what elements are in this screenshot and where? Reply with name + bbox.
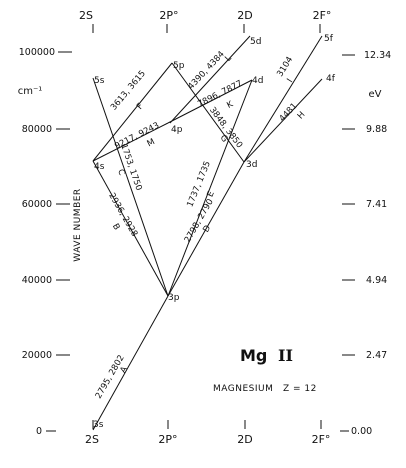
right-tick-label-4: 9.88: [366, 124, 387, 135]
transition-3p-3d: [167, 161, 245, 297]
letter-G: G: [218, 133, 230, 144]
transition-lines: [92, 35, 323, 431]
left-tick-label-5: 100000: [19, 47, 55, 58]
letter-I: I: [285, 77, 295, 84]
transition-4p-5d: [169, 35, 251, 124]
wavelength-C: 1753, 1750: [118, 143, 143, 192]
bottom-col-2S: 2S: [85, 433, 99, 446]
level-5d: 5d: [250, 37, 261, 47]
letter-B: B: [110, 222, 122, 232]
left-tick-label-3: 60000: [22, 199, 52, 210]
transition-3d-5f: [243, 35, 323, 163]
level-labels: 3s 3p 4s 5s 4p 5p 3d 4d 5d 4f 5f: [93, 34, 336, 430]
right-axis-unit: eV: [369, 89, 382, 100]
transition-annotations: 2795, 2802 A 2936, 2928 B 1753, 1750 C 2…: [94, 49, 308, 400]
letter-L: L: [223, 53, 234, 63]
letter-C: C: [115, 168, 126, 177]
wavelength-K: 7896, 7877: [196, 79, 244, 110]
wavelength-A: 2795, 2802: [94, 353, 127, 400]
wavelength-G: 3848, 3850: [207, 105, 244, 150]
top-column-headers: 2S 2P° 2D 2F°: [79, 9, 331, 33]
bottom-column-headers: 2S 2P° 2D 2F°: [85, 420, 330, 446]
level-4s: 4s: [94, 162, 105, 172]
level-5p: 5p: [173, 61, 185, 71]
letter-F: F: [135, 102, 146, 112]
element-symbol-text: Mg: [240, 346, 267, 365]
letter-M: M: [146, 137, 157, 149]
bottom-col-2Fo: 2F°: [312, 433, 331, 446]
wavelength-L: 4390, 4384: [186, 49, 227, 91]
right-tick-label-2: 4.94: [366, 275, 387, 286]
transition-5p-3d: [171, 62, 245, 163]
right-axis: 0.00 2.47 4.94 7.41 9.88 12.34 eV: [340, 50, 391, 437]
caption-name: MAGNESIUM: [213, 384, 273, 394]
top-col-2S: 2S: [79, 9, 93, 22]
letter-D: D: [201, 223, 213, 234]
level-4p: 4p: [171, 125, 183, 135]
wavelength-I: 3104: [275, 55, 295, 79]
left-axis-title: WAVE NUMBER: [73, 188, 83, 261]
left-tick-label-1: 20000: [22, 350, 52, 361]
right-tick-label-5: 12.34: [364, 50, 391, 61]
right-tick-label-1: 2.47: [366, 350, 387, 361]
right-tick-label-3: 7.41: [366, 199, 387, 210]
transition-3p-4s: [92, 160, 169, 297]
caption-atomic: Z = 12: [283, 384, 317, 394]
left-tick-label-4: 80000: [22, 124, 52, 135]
level-3s: 3s: [93, 420, 104, 430]
level-4d: 4d: [252, 76, 263, 86]
letter-K: K: [225, 99, 235, 111]
element-symbol: Mg II: [240, 346, 293, 365]
transition-3p-4d: [167, 79, 253, 297]
transition-4s-4p: [92, 122, 169, 162]
bottom-col-2D: 2D: [237, 433, 252, 446]
top-col-2D: 2D: [237, 9, 252, 22]
transition-3s-3p: [92, 295, 169, 431]
left-axis: 0 20000 40000 60000 80000 100000 cm⁻¹ WA…: [18, 47, 83, 437]
letter-E: E: [206, 190, 217, 199]
element-ion: II: [278, 346, 293, 365]
right-tick-label-0: 0.00: [351, 426, 372, 437]
level-5f: 5f: [324, 34, 334, 44]
top-col-2Po: 2P°: [159, 9, 178, 22]
left-tick-label-2: 40000: [22, 275, 52, 286]
element-label: Mg II MAGNESIUM Z = 12: [213, 346, 317, 394]
left-tick-label-0: 0: [36, 426, 42, 437]
bottom-col-2Po: 2P°: [158, 433, 177, 446]
level-3d: 3d: [246, 160, 257, 170]
letter-H: H: [296, 110, 308, 122]
transition-4s-5p: [92, 62, 173, 162]
left-axis-unit: cm⁻¹: [18, 86, 43, 97]
level-4f: 4f: [326, 74, 336, 84]
transition-3d-4f: [243, 78, 323, 163]
transition-4p-4d: [167, 79, 253, 124]
level-3p: 3p: [168, 293, 180, 303]
letter-A: A: [118, 365, 130, 375]
level-5s: 5s: [94, 76, 105, 86]
transition-3p-5s: [92, 77, 169, 297]
top-col-2Fo: 2F°: [313, 9, 332, 22]
